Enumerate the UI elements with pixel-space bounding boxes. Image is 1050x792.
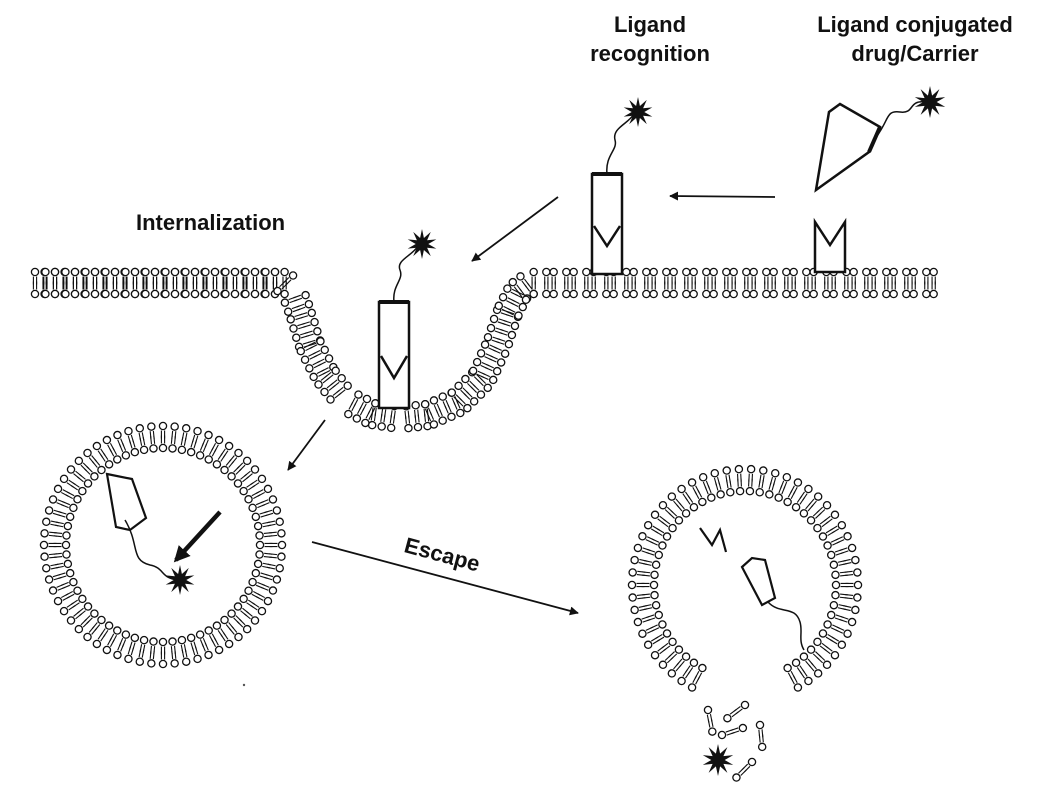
released-carrier [740,556,805,651]
label-line: drug/Carrier [851,41,979,66]
drug-star-icon [165,565,195,595]
ligand-drug-carrier [814,101,926,193]
released-lipids [703,700,767,782]
arrow-escape [311,541,579,616]
arrow-to-endosome [287,419,326,471]
receptor-unbound [813,217,847,274]
endosome-vesicle [39,421,287,669]
receptor-bound [590,113,635,276]
label-ligand-conjugated: Ligand conjugated drug/Carrier [780,10,1050,68]
label-line: Ligand conjugated [817,12,1013,37]
receptor-internalizing [377,245,419,410]
arrow-to-internalization [471,196,559,262]
label-line: Ligand [613,12,687,37]
ruptured-endosome [627,464,863,692]
arrow-ligand-to-receptor [669,191,776,201]
drug-star-icon [623,97,653,127]
drug-star-icon [407,229,437,259]
cleaved-receptor [699,527,728,553]
drug-star-icon [914,86,946,118]
label-internalization: Internalization [136,210,286,235]
speck [242,683,246,687]
drug-star-icon [702,744,734,776]
label-ligand-recognition: Ligand recognition [540,10,760,68]
release-arrow [173,510,222,563]
cell-membrane [30,267,938,433]
label-line: recognition [590,41,710,66]
carrier-in-endosome [105,472,179,581]
